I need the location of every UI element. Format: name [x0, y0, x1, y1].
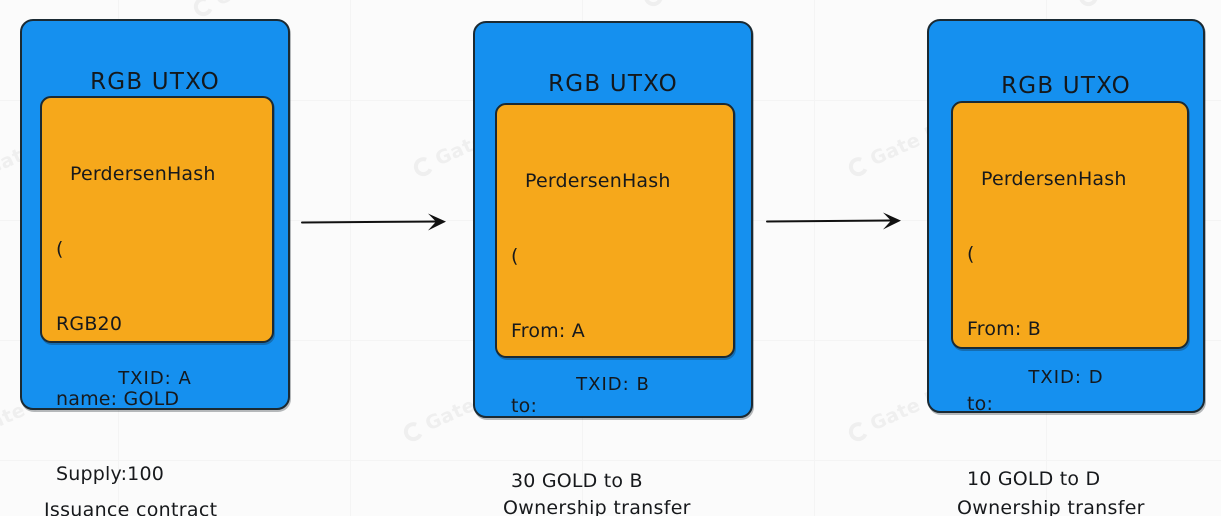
watermark-text: Gate Learn — [212, 0, 333, 10]
gate-logo-icon — [640, 0, 666, 9]
grid-line — [814, 0, 815, 516]
code-line: PerdersenHash — [525, 170, 671, 192]
caption-card-1: Issuance contract — [44, 448, 217, 516]
code-line: to: — [511, 395, 538, 417]
code-line: PerdersenHash — [981, 168, 1127, 190]
card-title: RGB UTXO — [1001, 73, 1131, 99]
grid-line — [350, 0, 351, 516]
code-line: Supply:100 — [56, 463, 165, 485]
hash-code-lines: PerdersenHash ( RGB20 name: GOLD Supply:… — [56, 112, 266, 516]
flow-arrow-1 — [301, 213, 446, 231]
hash-code-lines: PerdersenHash ( From: B to: 10 GOLD to D… — [967, 117, 1181, 516]
hash-commitment-box: PerdersenHash ( RGB20 name: GOLD Supply:… — [40, 96, 274, 485]
txid-label: TXID: A — [118, 368, 192, 389]
gate-logo-icon — [1075, 0, 1101, 9]
utxo-card-transfer-b: RGB UTXO PerdersenHash ( From: B to: 10 … — [927, 19, 1205, 490]
txid-label: TXID: B — [576, 374, 650, 395]
gate-logo-icon — [845, 153, 871, 179]
code-line: ( — [56, 238, 64, 260]
code-line: ( — [967, 243, 975, 265]
hash-commitment-box: PerdersenHash ( From: B to: 10 GOLD to D… — [951, 101, 1189, 490]
gate-logo-icon — [400, 418, 426, 444]
gate-logo-icon — [410, 153, 436, 179]
code-line: ( — [511, 245, 519, 267]
code-line: From: A — [511, 320, 585, 342]
utxo-card-transfer-a: RGB UTXO PerdersenHash ( From: A to: 30 … — [473, 21, 753, 492]
code-line: name: GOLD — [56, 388, 180, 410]
gate-logo-icon — [190, 0, 216, 19]
code-line: RGB20 — [56, 313, 123, 335]
card-title: RGB UTXO — [548, 71, 678, 97]
code-line: to: — [967, 393, 994, 415]
code-line: 10 GOLD to D — [967, 468, 1101, 490]
card-title: RGB UTXO — [90, 69, 220, 95]
gate-logo-icon — [845, 418, 871, 444]
hash-code-lines: PerdersenHash ( From: A to: 30 GOLD to B… — [511, 119, 727, 516]
hash-commitment-box: PerdersenHash ( From: A to: 30 GOLD to B… — [495, 103, 735, 492]
code-line: 30 GOLD to B — [511, 470, 643, 492]
code-line: PerdersenHash — [70, 163, 216, 185]
caption-line: Ownership transfer — [957, 497, 1145, 516]
utxo-card-issuance: RGB UTXO PerdersenHash ( RGB20 name: GOL… — [20, 19, 290, 485]
code-line: From: B — [967, 318, 1041, 340]
caption-line: Ownership transfer — [503, 497, 691, 516]
caption-card-3: Ownership transfer Spending UTXO B — [957, 446, 1145, 516]
caption-card-2: Ownership transfer Spending UTXO A — [503, 446, 691, 516]
caption-line: Issuance contract — [44, 499, 218, 516]
txid-label: TXID: D — [1028, 367, 1104, 388]
flow-arrow-2 — [766, 212, 901, 230]
